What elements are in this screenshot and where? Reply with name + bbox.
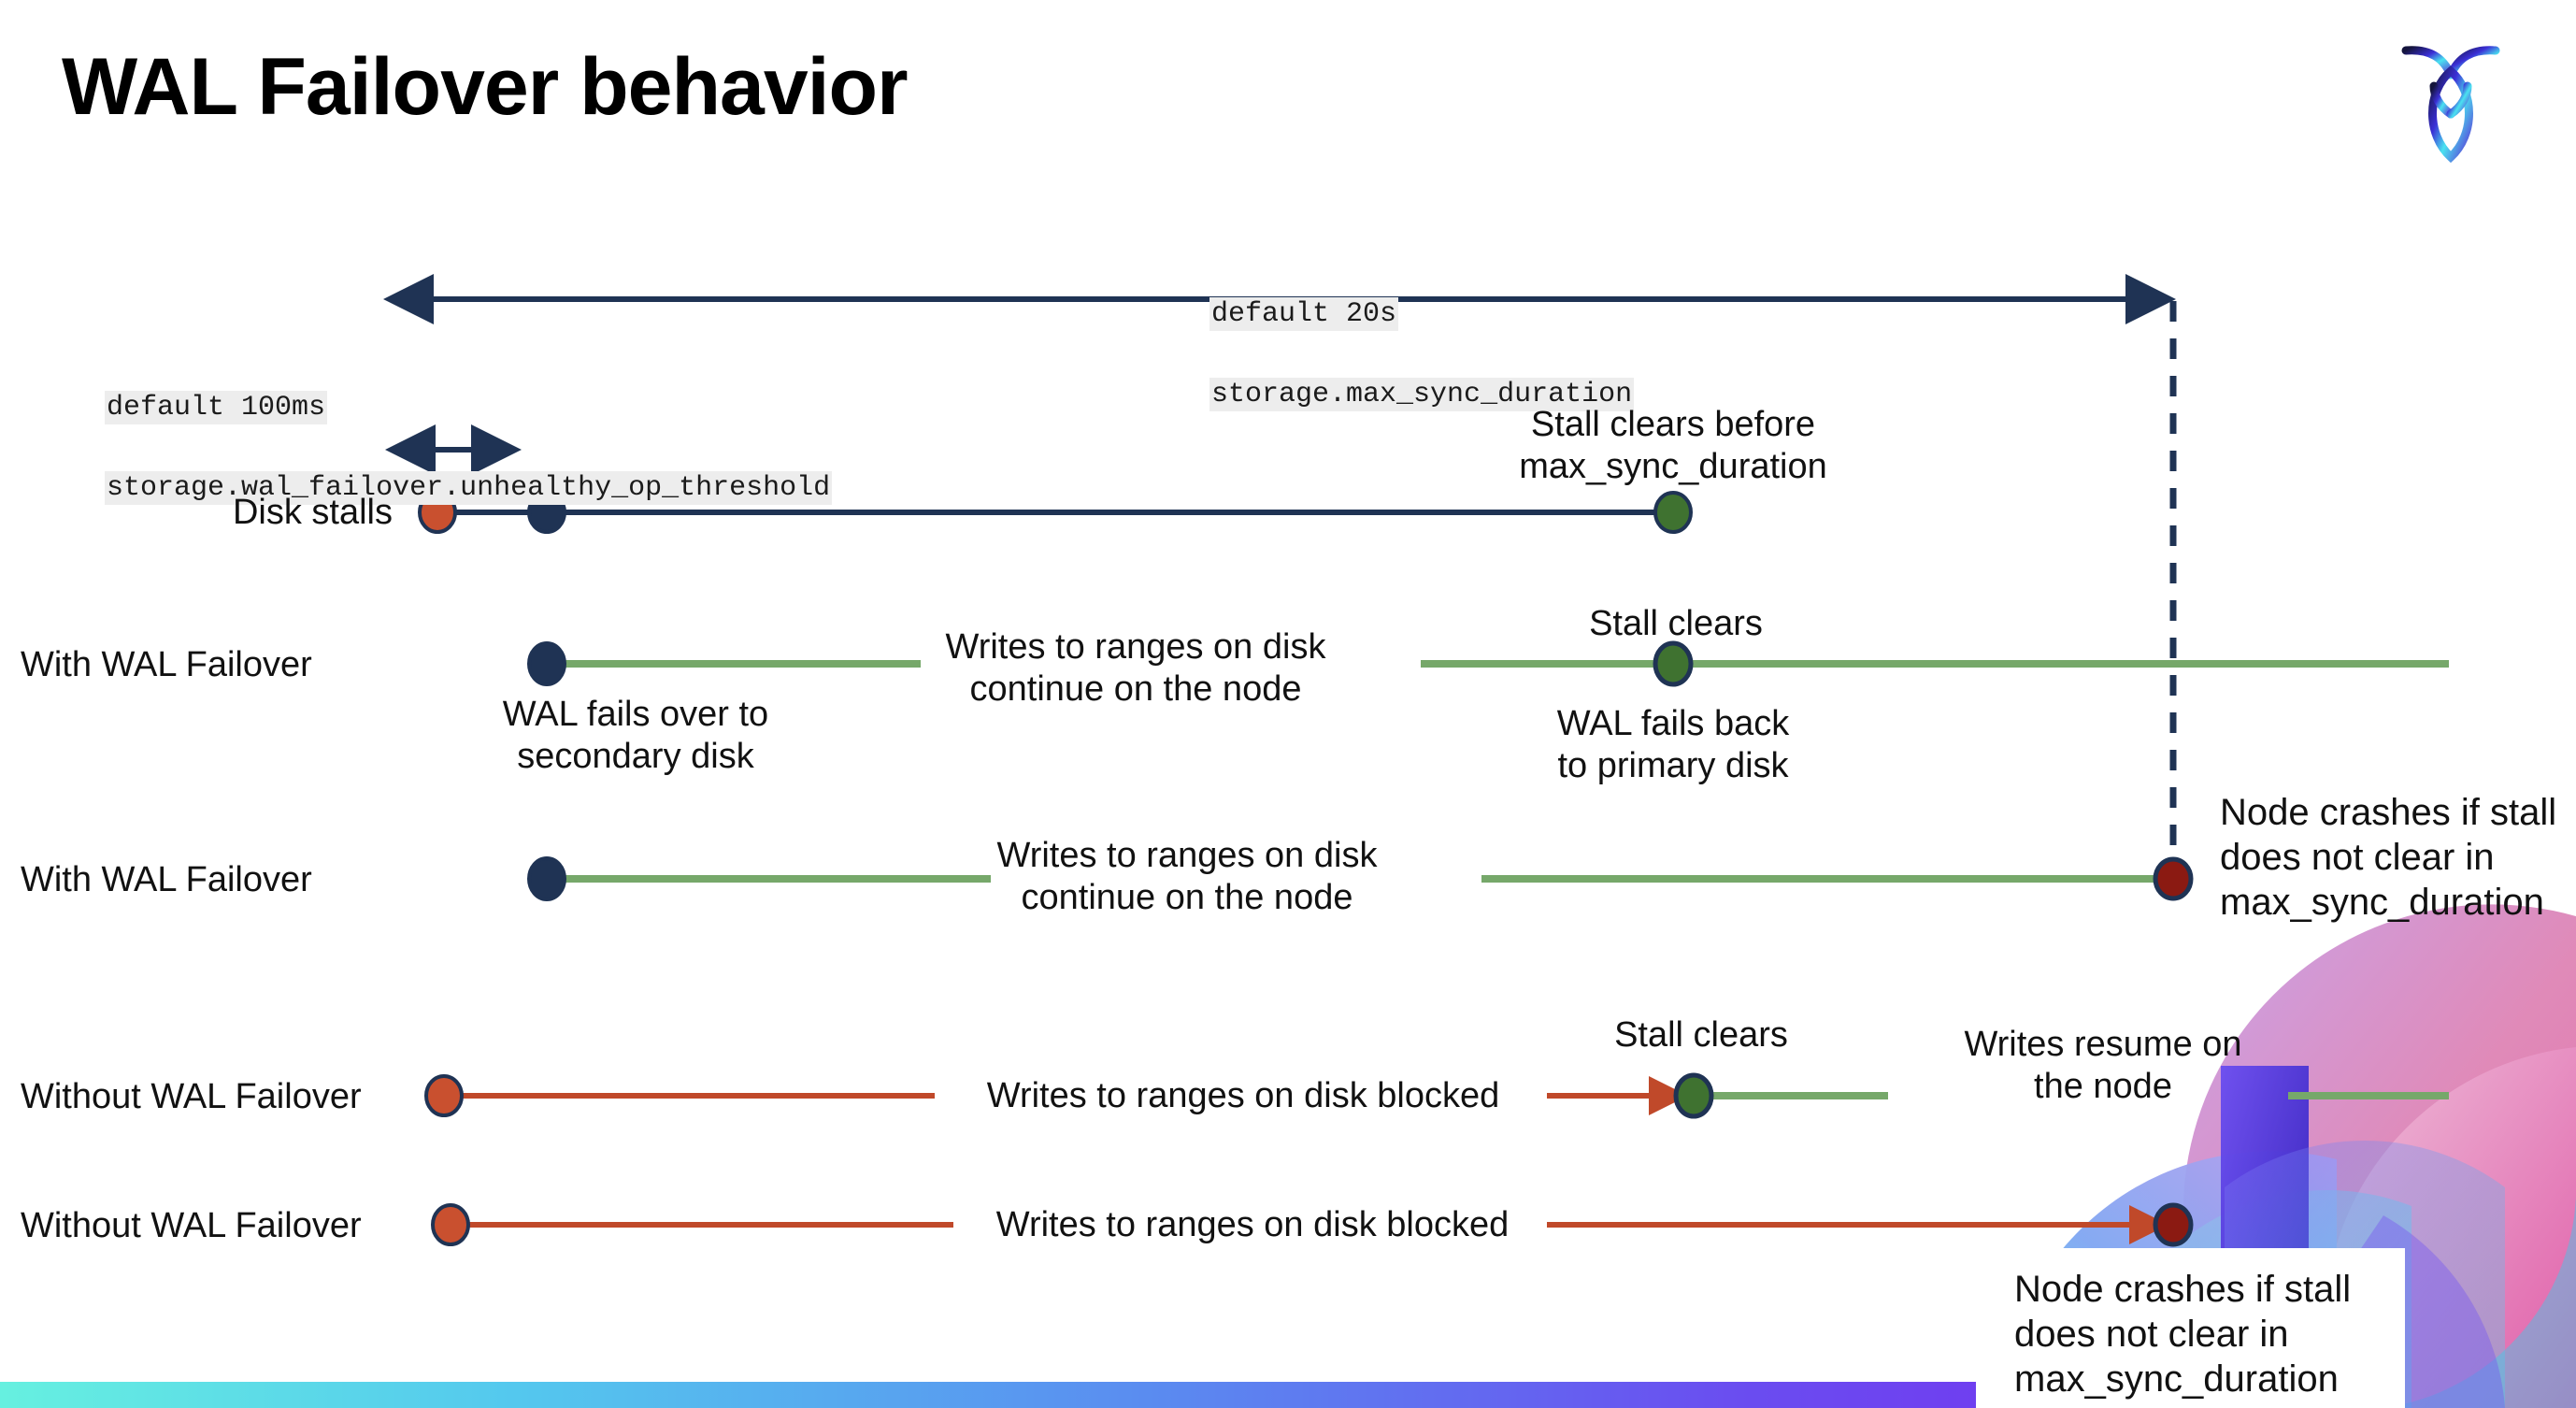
max-sync-duration-name: storage.max_sync_duration — [1209, 378, 1635, 411]
unhealthy-op-threshold-name: storage.wal_failover.unhealthy_op_thresh… — [105, 471, 833, 505]
max-sync-duration-default: default 20s — [1209, 297, 1399, 331]
annotation-writes-continue-1: Writes to ranges on disk continue on the… — [945, 627, 1326, 709]
annotation-writes-continue-2: Writes to ranges on disk continue on the… — [996, 836, 1378, 917]
marker-stall-start — [424, 1074, 464, 1117]
row-label-without-wal-failover-2: Without WAL Failover — [21, 1206, 362, 1245]
max-sync-duration-setting: default 20s storage.max_sync_duration — [1142, 254, 1635, 455]
page-title: WAL Failover behavior — [62, 42, 909, 132]
annotation-stall-clears-before: Stall clears before max_sync_duration — [1519, 405, 1827, 486]
annotation-wal-fails-back: WAL fails back to primary disk — [1556, 704, 1790, 785]
unhealthy-op-threshold-default: default 100ms — [105, 391, 328, 424]
annotation-wal-fails-over: WAL fails over to secondary disk — [502, 695, 769, 776]
row-label-with-wal-failover-1: With WAL Failover — [21, 645, 312, 684]
annotation-stall-clears-2: Stall clears — [1614, 1015, 1788, 1055]
annotation-node-crashes-1: Node crashes if stall does not clear in … — [2220, 792, 2557, 923]
annotation-writes-resume: Writes resume on the node — [1964, 1025, 2242, 1106]
annotation-stall-clears-1: Stall clears — [1589, 604, 1763, 643]
marker-node-crash — [2153, 1202, 2194, 1247]
marker-stall-clear — [1673, 1072, 1714, 1119]
marker-stall-start — [431, 1203, 470, 1246]
cockroachdb-logo-icon — [2401, 46, 2500, 164]
marker-node-crash — [2153, 856, 2194, 901]
decor-white-mask — [1975, 1248, 2405, 1408]
bottom-gradient-bar — [0, 1382, 1976, 1408]
unhealthy-op-threshold-setting: default 100ms storage.wal_failover.unhea… — [37, 348, 833, 549]
row-label-without-wal-failover-1: Without WAL Failover — [21, 1077, 362, 1116]
annotation-writes-blocked-1: Writes to ranges on disk blocked — [986, 1076, 1500, 1115]
annotation-writes-blocked-2: Writes to ranges on disk blocked — [995, 1205, 1510, 1244]
marker-failover — [527, 856, 566, 901]
annotation-node-crashes-2: Node crashes if stall does not clear in … — [2014, 1269, 2352, 1400]
marker-stall-clear — [1653, 640, 1694, 687]
marker-stall-clear — [1653, 491, 1693, 534]
row-label-with-wal-failover-2: With WAL Failover — [21, 860, 312, 899]
marker-failover — [527, 641, 566, 686]
row-label-disk-stalls: Disk stalls — [232, 493, 393, 532]
